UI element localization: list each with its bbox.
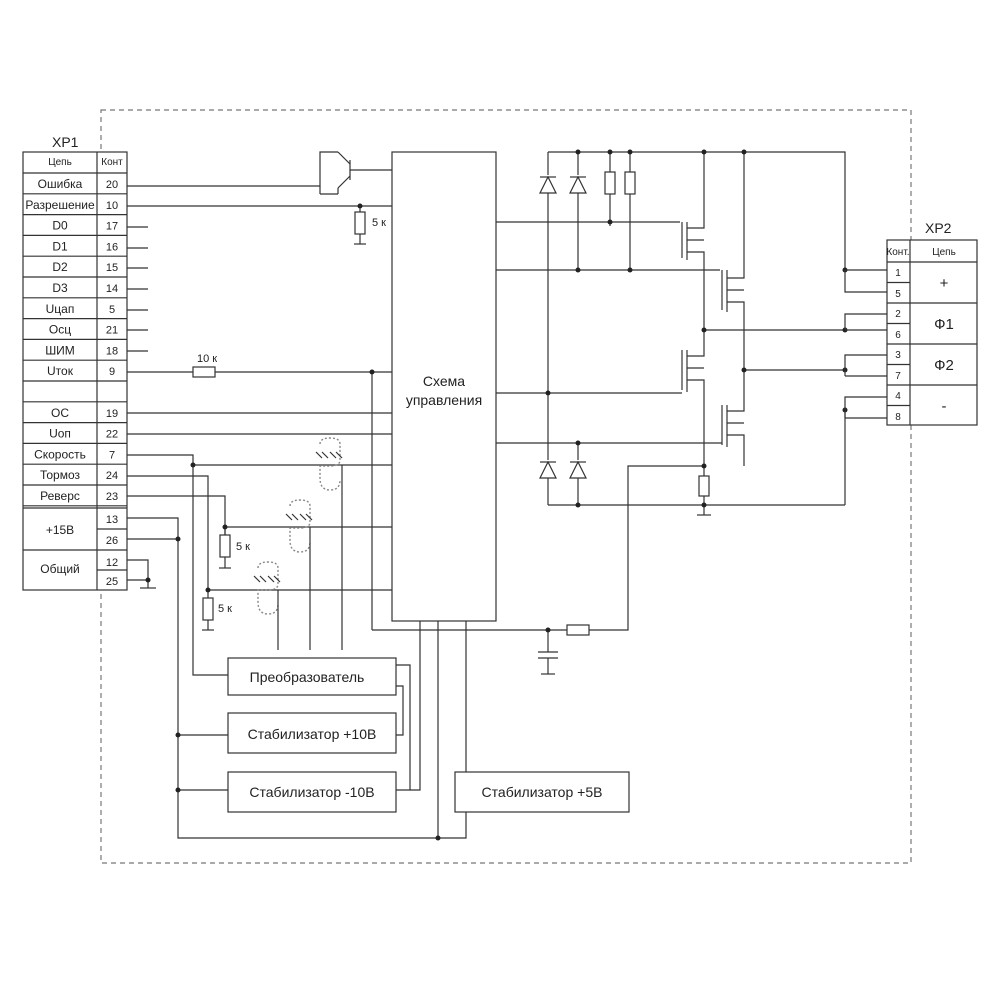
- speed-resistor-label: 5 к: [236, 541, 250, 553]
- xp1-row-name: ОС: [51, 406, 69, 420]
- xp1-row-pin: 24: [106, 470, 118, 482]
- reverse-resistor-label: 5 к: [218, 603, 232, 615]
- xp1-common-pin-a: 12: [106, 557, 118, 569]
- xp1-row-name: Uцап: [46, 302, 75, 316]
- connector-xp2: XP2 Конт. Цепь +1 5Ф1 2 6Ф2 3 7 - 4 8: [886, 220, 978, 426]
- optocoupler-3: [253, 561, 281, 650]
- xp2-groups: +1 5Ф1 2 6Ф2 3 7 - 4 8: [887, 268, 977, 423]
- xp1-row-name: Реверс: [40, 489, 80, 503]
- xp1-outline: [22, 151, 128, 591]
- current-sense-filter: [538, 465, 704, 675]
- xp1-common-name: Общий: [40, 562, 80, 576]
- xp1-row-pin: 23: [106, 491, 118, 503]
- xp1-row-name: Uток: [47, 364, 74, 378]
- converter-label: Преобразователь: [250, 669, 365, 685]
- control-circuit-block: [391, 151, 497, 622]
- error-transistor: [127, 151, 392, 195]
- xp1-row-pin: 21: [106, 325, 118, 337]
- xp1-row-name: Осц: [49, 323, 71, 337]
- stabilizer-plus10-block: [227, 712, 397, 754]
- xp1-row-name: Разрешение: [25, 198, 95, 212]
- xp2-pin: 5: [895, 289, 901, 300]
- power-rails: [127, 517, 438, 839]
- xp2-pin: 8: [895, 412, 901, 423]
- xp1-row-name: D0: [52, 219, 68, 233]
- xp1-row-name: ШИМ: [45, 343, 75, 357]
- stabilizer-plus5-block: [454, 771, 630, 813]
- xp1-head-contact: Конт: [101, 157, 123, 168]
- xp1-plus15-pin-a: 13: [106, 514, 118, 526]
- xp2-title: XP2: [925, 220, 952, 236]
- xp1-row-pin: 15: [106, 262, 118, 274]
- feedback-lines: [127, 412, 392, 435]
- enclosure-dashed-border: [100, 109, 912, 864]
- xp1-row-name: Скорость: [34, 447, 86, 461]
- xp2-group-name: +: [940, 275, 949, 292]
- xp1-head-circuit: Цепь: [48, 157, 72, 168]
- xp1-common-pin-b: 25: [106, 576, 118, 588]
- stabilizer-minus10-block: [227, 771, 397, 813]
- control-circuit-label-1: Схема: [423, 373, 465, 389]
- xp2-group-name: -: [942, 398, 947, 415]
- xp1-row-name: D3: [52, 281, 68, 295]
- xp1-row-name: D2: [52, 260, 68, 274]
- xp2-pin: 3: [895, 350, 901, 361]
- xp2-pin: 4: [895, 391, 901, 402]
- xp2-head-contact: Конт.: [886, 247, 909, 258]
- xp2-head-circuit: Цепь: [932, 247, 956, 258]
- bridge-junctions: [545, 149, 848, 508]
- xp2-pin: 6: [895, 330, 901, 341]
- xp2-group-name: Ф2: [934, 357, 954, 374]
- xp1-plus15-pin-b: 26: [106, 535, 118, 547]
- enable-line: [127, 205, 392, 245]
- xp1-row-pin: 20: [106, 179, 118, 191]
- xp1-row-pin: 17: [106, 221, 118, 233]
- xp1-row-pin: 9: [109, 366, 115, 378]
- current-resistor-label: 10 к: [197, 353, 217, 365]
- xp1-row-pin: 16: [106, 241, 118, 253]
- xp2-wiring: [844, 269, 887, 419]
- xp1-row-pin: 19: [106, 408, 118, 420]
- power-bridge: [496, 151, 846, 516]
- enable-resistor-label: 5 к: [372, 217, 386, 229]
- optocoupler-1: [315, 437, 343, 650]
- stabilizer-minus10-label: Стабилизатор -10В: [249, 784, 374, 800]
- optocoupler-2: [285, 499, 313, 650]
- lower-block-wiring: [396, 621, 467, 839]
- xp1-pin-stubs: [127, 226, 148, 352]
- xp1-row-pin: 22: [106, 429, 118, 441]
- xp2-outline: [886, 239, 978, 426]
- speed-brake-reverse-lines: [127, 454, 392, 676]
- xp1-row-name: D1: [52, 239, 68, 253]
- stabilizer-plus5-label: Стабилизатор +5В: [482, 784, 603, 800]
- converter-block: [227, 657, 397, 696]
- xp2-pin: 1: [895, 268, 901, 279]
- stabilizer-plus10-label: Стабилизатор +10В: [248, 726, 377, 742]
- xp1-title: XP1: [52, 134, 79, 150]
- xp1-row-name: Тормоз: [40, 468, 81, 482]
- xp1-plus15-name: +15В: [46, 523, 74, 537]
- xp1-row-name: Ошибка: [38, 177, 83, 191]
- xp2-group-name: Ф1: [934, 316, 954, 333]
- xp1-row-pin: 5: [109, 304, 115, 316]
- xp2-pin: 2: [895, 309, 901, 320]
- xp1-row-pin: 7: [109, 449, 115, 461]
- xp2-pin: 7: [895, 371, 901, 382]
- xp1-row-name: Uоп: [49, 427, 71, 441]
- xp1-row-pin: 14: [106, 283, 118, 295]
- xp1-row-pin: 18: [106, 345, 118, 357]
- xp1-row-pin: 10: [106, 200, 118, 212]
- control-circuit-label-2: управления: [406, 392, 482, 408]
- current-line: [127, 366, 548, 631]
